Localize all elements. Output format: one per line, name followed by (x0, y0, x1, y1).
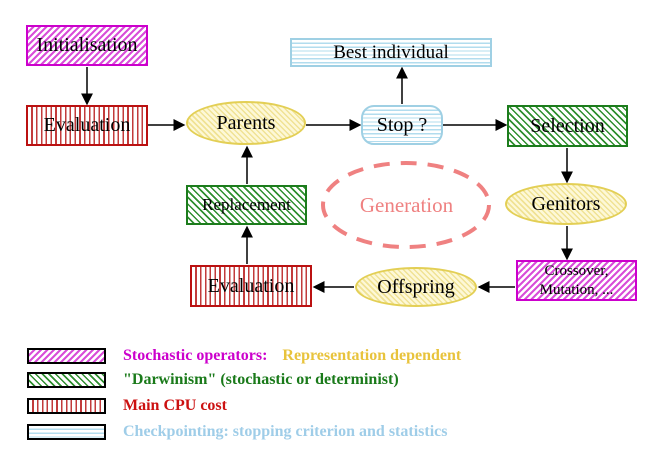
node-parents: Parents (186, 101, 306, 145)
node-offspring: Offspring (355, 267, 477, 307)
legend-swatch-stochastic-operators (27, 348, 106, 364)
node-replacement-label: Replacement (202, 195, 291, 214)
node-stop-label: Stop ? (376, 113, 428, 136)
legend-label-representation-dependent: Representation dependent (282, 347, 462, 364)
node-evaluation-top: Evaluation (26, 105, 148, 146)
node-crossover-label-line2: Mutation, ... (539, 281, 614, 298)
generation-label: Generation (359, 193, 454, 217)
node-parents-label: Parents (216, 111, 276, 134)
node-genitors: Genitors (505, 183, 627, 225)
node-initialisation: Initialisation (26, 25, 148, 66)
node-selection-label: Selection (530, 114, 605, 137)
node-offspring-label: Offspring (377, 275, 455, 298)
legend-row-stochastic-operators: Stochastic operators: Representation depe… (123, 347, 461, 365)
node-crossover-label-line1: Crossover, (544, 262, 609, 279)
node-best-individual-label: Best individual (333, 41, 449, 63)
node-crossover-mutation: Crossover, Mutation, ... (516, 260, 637, 301)
legend-label-darwinism: "Darwinism" (stochastic or determinist) (123, 371, 399, 388)
legend-swatch-checkpointing (27, 424, 106, 440)
node-evaluation-top-label: Evaluation (43, 114, 131, 136)
legend-label-stochastic-operators: Stochastic operators: (123, 347, 268, 364)
node-evaluation-bottom-label: Evaluation (207, 274, 295, 297)
node-initialisation-label: Initialisation (36, 34, 138, 56)
node-genitors-label: Genitors (531, 192, 601, 215)
node-selection: Selection (507, 105, 628, 147)
legend-swatch-cpu-cost (27, 398, 106, 414)
node-best-individual: Best individual (290, 38, 492, 67)
generation-dashed-ellipse (321, 161, 491, 249)
node-evaluation-bottom: Evaluation (190, 265, 312, 307)
legend-label-cpu-cost: Main CPU cost (123, 397, 227, 414)
node-replacement: Replacement (186, 185, 307, 225)
legend-swatch-darwinism (27, 372, 106, 388)
legend-label-checkpointing: Checkpointing: stopping criterion and st… (123, 423, 448, 440)
node-stop: Stop ? (361, 105, 443, 145)
